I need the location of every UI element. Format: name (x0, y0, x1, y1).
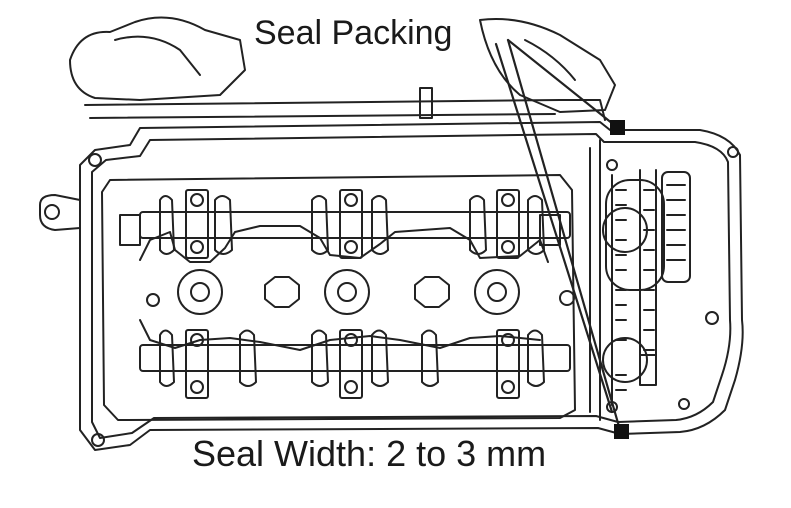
seal-marker-lower (614, 424, 629, 439)
engine-upper-outline (69, 16, 616, 121)
seal-leader-lines (494, 38, 622, 432)
seal-marker-upper (610, 120, 625, 135)
intake-camshaft (139, 189, 571, 259)
timing-chain (602, 159, 691, 413)
seal-packing-label: Seal Packing (250, 14, 457, 52)
leader-line-lower-2 (494, 42, 614, 414)
leader-line-upper (506, 38, 620, 130)
seal-width-label: Seal Width: 2 to 3 mm (186, 434, 553, 474)
leader-line-lower (506, 38, 622, 432)
exhaust-camshaft (139, 329, 571, 399)
cylinder-head-flange (39, 121, 744, 451)
